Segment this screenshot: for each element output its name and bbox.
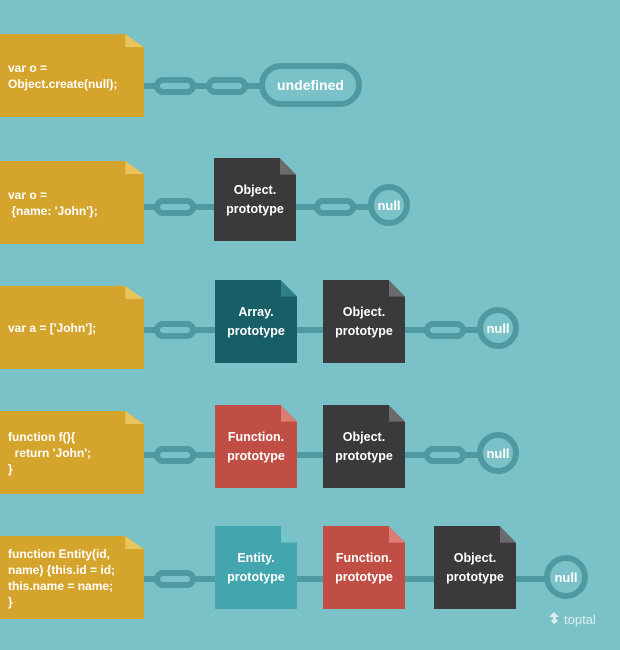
card-label: Array. prototype [227, 304, 285, 338]
chain-link [296, 204, 316, 210]
chain-link [405, 452, 427, 458]
chain-link [154, 570, 196, 588]
chain-link [144, 327, 158, 333]
card-label: Object. prototype [226, 182, 284, 216]
chain-link [144, 83, 158, 89]
object-prototype-card: Object. prototype [434, 526, 516, 609]
undefined-end: undefined [259, 63, 362, 107]
card-label: Function. prototype [227, 429, 285, 463]
chain-link [154, 77, 196, 95]
chain-link [194, 452, 215, 458]
card-label: Object. prototype [446, 550, 504, 584]
null-end: null [368, 184, 410, 226]
chain-link [314, 198, 356, 216]
chain-link [405, 576, 434, 582]
chain-link [194, 576, 215, 582]
brand-name: toptal [564, 612, 596, 627]
chain-link [424, 321, 466, 339]
chain-link [516, 576, 546, 582]
chain-link [424, 446, 466, 464]
null-end: null [477, 307, 519, 349]
function-prototype-card: Function. prototype [215, 405, 297, 488]
object-prototype-card: Object. prototype [214, 158, 296, 241]
code-block: var a = ['John']; [0, 286, 144, 369]
code-text: function Entity(id, name) {this.id = id;… [8, 546, 116, 609]
chain-link [144, 204, 158, 210]
object-prototype-card: Object. prototype [323, 405, 405, 488]
code-block: var o = Object.create(null); [0, 34, 144, 117]
code-block: var o = {name: 'John'}; [0, 161, 144, 244]
chain-link [154, 446, 196, 464]
null-end: null [477, 432, 519, 474]
chain-link [154, 198, 196, 216]
chain-link [194, 83, 208, 89]
toptal-logo-icon [547, 611, 561, 628]
code-text: var o = Object.create(null); [8, 60, 118, 91]
card-label: Function. prototype [335, 550, 393, 584]
chain-link [144, 452, 158, 458]
chain-link [297, 576, 323, 582]
chain-link [194, 327, 215, 333]
chain-link [194, 204, 214, 210]
chain-link [354, 204, 370, 210]
card-label: Object. prototype [335, 304, 393, 338]
array-prototype-card: Array. prototype [215, 280, 297, 363]
chain-link [464, 327, 480, 333]
chain-link [297, 327, 323, 333]
chain-link [405, 327, 427, 333]
code-text: var o = {name: 'John'}; [8, 187, 98, 218]
code-text: function f(){ return 'John'; } [8, 429, 92, 476]
card-label: Object. prototype [335, 429, 393, 463]
chain-link [464, 452, 480, 458]
chain-link [246, 83, 262, 89]
code-block: function f(){ return 'John'; } [0, 411, 144, 494]
function-prototype-card: Function. prototype [323, 526, 405, 609]
toptal-brand: toptal [547, 611, 596, 628]
chain-link [154, 321, 196, 339]
entity-prototype-card: Entity. prototype [215, 526, 297, 609]
chain-link [144, 576, 158, 582]
object-prototype-card: Object. prototype [323, 280, 405, 363]
code-block: function Entity(id, name) {this.id = id;… [0, 536, 144, 619]
chain-link [297, 452, 323, 458]
null-end: null [544, 555, 588, 599]
card-label: Entity. prototype [227, 550, 285, 584]
code-text: var a = ['John']; [8, 320, 97, 335]
chain-link [206, 77, 248, 95]
